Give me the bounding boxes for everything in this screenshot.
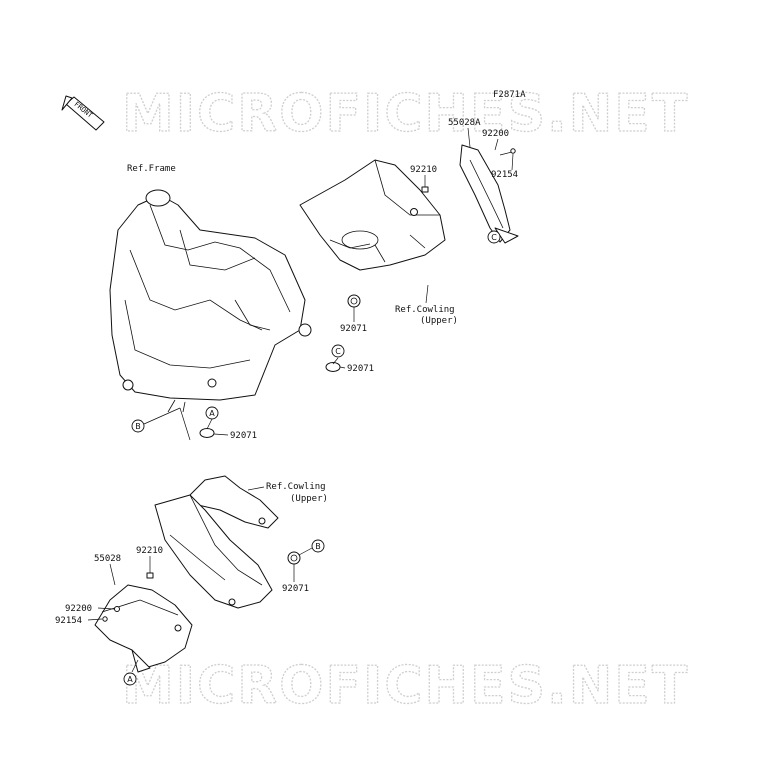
bolt-92154-bottom (102, 616, 108, 622)
side-cover-55028 (94, 584, 193, 673)
label-92154-top: 92154 (491, 170, 518, 180)
watermark-bottom: MICROFICHES.NET (122, 656, 689, 716)
callout-c-top-right: C (487, 230, 501, 244)
callout-a-top: A (205, 406, 219, 430)
label-ref-cowling-upper-bottom-line2: (Upper) (290, 494, 328, 504)
svg-text:A: A (209, 409, 215, 418)
label-ref-frame: Ref.Frame (127, 164, 176, 174)
svg-text:B: B (315, 542, 321, 551)
label-92154-bottom: 92154 (55, 616, 82, 626)
watermark-top: MICROFICHES.NET (122, 84, 689, 144)
label-92210-top: 92210 (410, 165, 437, 175)
label-ref-cowling-upper-top-line2: (Upper) (420, 316, 458, 326)
svg-text:A: A (127, 675, 133, 684)
svg-text:C: C (335, 347, 341, 356)
grommet-92071-b (199, 428, 215, 438)
label-92200-bottom: 92200 (65, 604, 92, 614)
label-92071-bottom: 92071 (282, 584, 309, 594)
svg-text:C: C (491, 233, 497, 242)
grommet-92071-a (347, 294, 361, 308)
inner-cowling-lower (154, 494, 273, 609)
diagram-code: F2871A (493, 90, 526, 100)
callout-c-middle: C (331, 344, 345, 365)
label-92200-top: 92200 (482, 129, 509, 139)
callout-b-bottom: B (298, 539, 325, 556)
frame-assembly (109, 189, 312, 413)
callout-a-bottom: A (123, 659, 139, 686)
label-92071-c: 92071 (347, 364, 374, 374)
svg-text:B: B (135, 422, 141, 431)
callout-b-top: B (131, 407, 191, 441)
label-55028: 55028 (94, 554, 121, 564)
washer-92200-bottom (114, 606, 120, 612)
inner-cowling-upper (299, 159, 446, 271)
fastener-92154-top (499, 148, 516, 156)
front-arrow-icon: FRONT (61, 95, 105, 131)
label-92210-bottom: 92210 (136, 546, 163, 556)
label-55028A: 55028A (448, 118, 481, 128)
grommet-92071-bottom (287, 551, 301, 565)
label-ref-cowling-upper-top-line1: Ref.Cowling (395, 305, 455, 315)
label-ref-cowling-upper-bottom-line1: Ref.Cowling (266, 482, 326, 492)
grommet-92210-top (421, 186, 429, 193)
side-cover-55028A (459, 144, 519, 244)
label-92071-a: 92071 (340, 324, 367, 334)
ref-cowling-upper-bottom (189, 475, 279, 529)
label-92071-b: 92071 (230, 431, 257, 441)
grommet-92210-bottom (146, 572, 154, 579)
